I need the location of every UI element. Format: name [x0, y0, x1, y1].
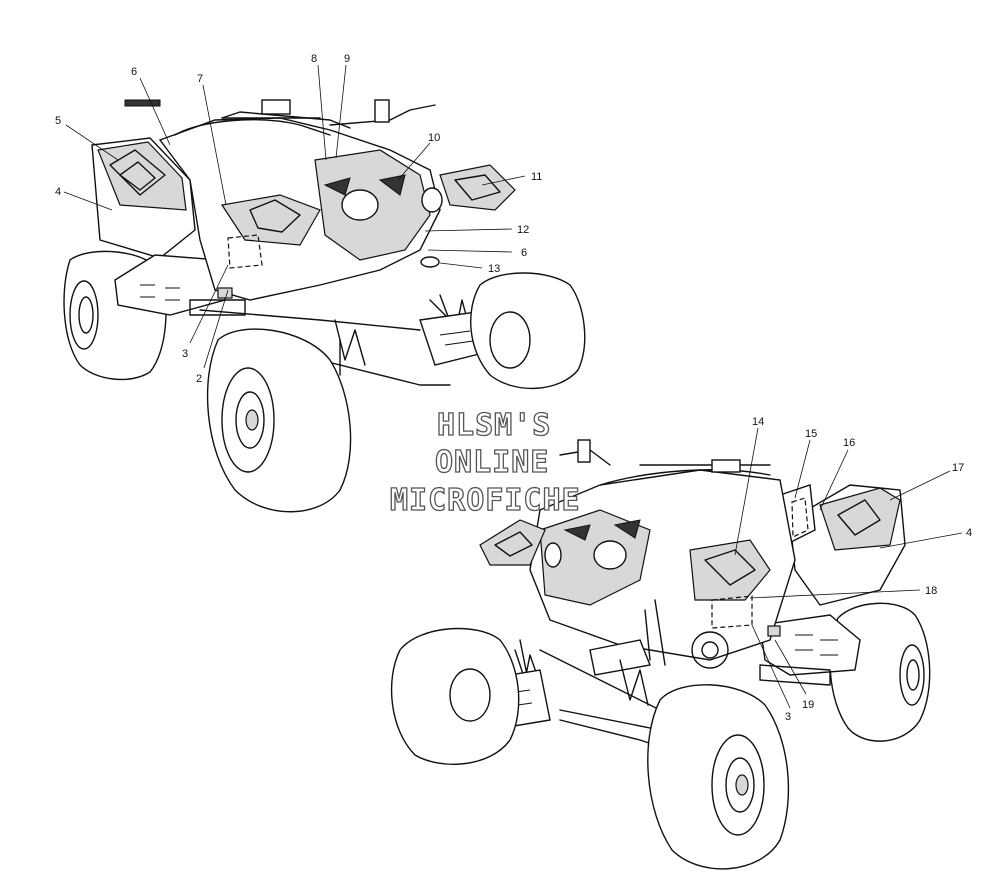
atv2-front-left-wheel: [390, 627, 520, 765]
callout-leaders: [63, 64, 963, 709]
callout-3-left: 3: [182, 348, 188, 360]
callout-14: 14: [752, 416, 764, 428]
callout-16: 16: [843, 437, 855, 449]
callout-3-right: 3: [785, 711, 791, 723]
atv1-body: [158, 99, 516, 301]
callout-11: 11: [531, 171, 542, 183]
atv1-rear-fender: [91, 137, 226, 316]
callout-4-left: 4: [55, 186, 61, 198]
callout-6-right: 6: [521, 247, 527, 259]
callout-17: 17: [952, 462, 964, 474]
atv2-rear-wheel: [829, 602, 931, 742]
watermark-line-3: MICROFICHE: [390, 483, 581, 518]
callout-19: 19: [802, 699, 814, 711]
atv2-body: [479, 439, 796, 676]
callout-5: 5: [55, 115, 61, 127]
callout-2: 2: [196, 373, 202, 385]
watermark-line-2: ONLINE: [435, 445, 549, 480]
callout-10: 10: [428, 132, 440, 144]
atv1-front-right-wheel: [470, 272, 586, 390]
callout-6-top: 6: [131, 66, 137, 78]
callout-13: 13: [488, 263, 500, 275]
watermark: HLSM'S ONLINE MICROFICHE: [389, 407, 581, 518]
callout-18: 18: [925, 585, 937, 597]
callout-9: 9: [344, 53, 350, 65]
atv-top-left: [63, 99, 586, 513]
callout-12: 12: [517, 224, 529, 236]
atv1-brand-decal: [124, 99, 161, 107]
atv2-rear-fender: [759, 484, 906, 676]
callout-numbers: 6 7 8 9 5 4 10 11 12 6 13 3 2 14 15 16 1…: [55, 53, 972, 723]
callout-8: 8: [311, 53, 317, 65]
callout-7: 7: [197, 73, 203, 85]
callout-15: 15: [805, 428, 817, 440]
atv2-front-right-wheel: [647, 684, 790, 870]
watermark-line-1: HLSM'S: [437, 408, 551, 443]
atv-bottom-right: [390, 439, 931, 870]
atv1-front-left-wheel: [206, 328, 352, 513]
callout-4-right: 4: [966, 527, 972, 539]
